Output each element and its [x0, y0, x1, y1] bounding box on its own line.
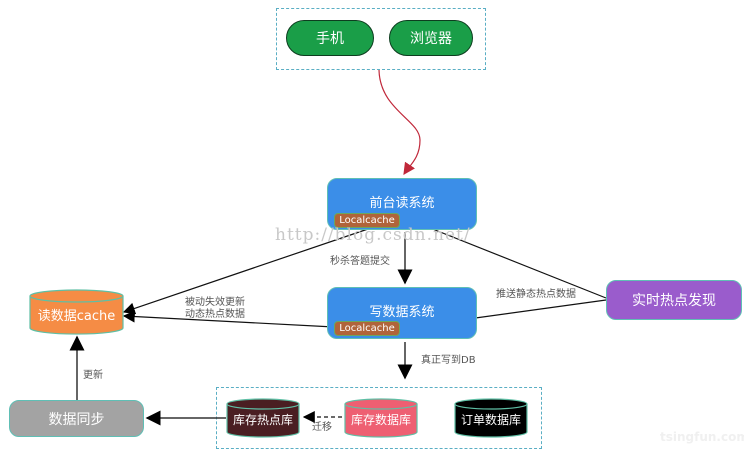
hot-discovery-node[interactable]: 实时热点发现: [606, 280, 742, 320]
submit-label: 秒杀答题提交: [330, 256, 390, 267]
stock-db[interactable]: 库存数据库: [344, 398, 418, 438]
cylinder-icon: [344, 398, 418, 438]
phone-node[interactable]: 手机: [286, 20, 374, 56]
client-group: [276, 8, 486, 70]
data-sync-node[interactable]: 数据同步: [9, 400, 144, 437]
write-to-cache-line: [122, 310, 335, 328]
order-db-label: 订单数据库: [460, 413, 521, 427]
hot-stock-db-label: 库存热点库: [232, 413, 293, 427]
read-cache-label: 读数据cache: [37, 308, 116, 324]
browser-node[interactable]: 浏览器: [389, 20, 473, 56]
write-db-label: 真正写到DB: [421, 355, 476, 366]
passive-update-label: 被动失效更新: [185, 297, 245, 308]
migrate-label: 迁移: [312, 422, 332, 433]
write-localcache[interactable]: Localcache: [334, 321, 400, 336]
update-label: 更新: [83, 370, 103, 381]
cylinder-icon: [29, 289, 124, 335]
order-db[interactable]: 订单数据库: [454, 398, 528, 438]
cylinder-icon: [454, 398, 528, 438]
read-localcache[interactable]: Localcache: [334, 213, 400, 228]
dynamic-hot-label: 动态热点数据: [185, 309, 245, 320]
read-cache-node[interactable]: 读数据cache: [29, 289, 124, 335]
read-to-cache-line: [122, 228, 369, 315]
tsingfun-watermark: tsingfun.com: [660, 430, 744, 444]
hot-stock-db[interactable]: 库存热点库: [226, 398, 300, 438]
stock-db-label: 库存数据库: [350, 413, 411, 427]
hot-to-read-line: [408, 218, 607, 299]
client-to-read-arrow: [378, 69, 421, 175]
write-system-node[interactable]: 写数据系统: [327, 287, 477, 339]
push-static-label: 推送静态热点数据: [496, 289, 576, 300]
csdn-watermark: http://blog.csdn.net/: [275, 225, 471, 245]
cylinder-icon: [226, 398, 300, 438]
